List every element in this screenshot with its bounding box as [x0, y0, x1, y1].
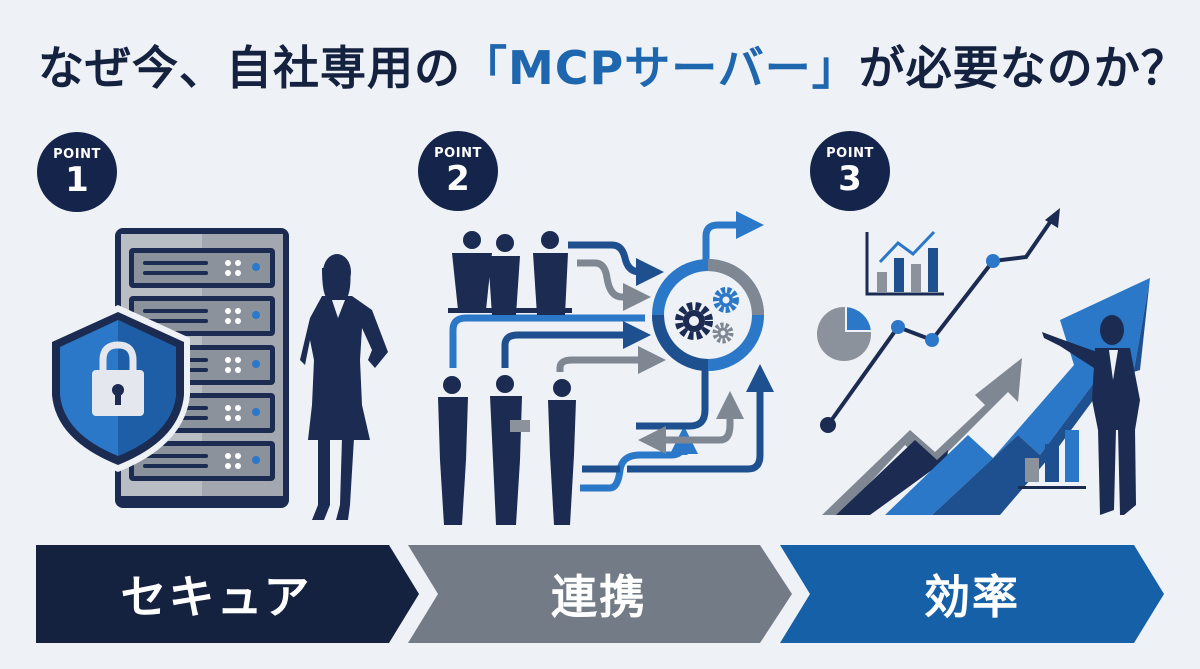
gear-hub-icon [652, 259, 764, 371]
line-chart-icon [820, 208, 1060, 433]
point-badge-label: POINT [826, 146, 874, 161]
chevron-collaboration [408, 545, 792, 643]
pie-chart-icon [817, 304, 874, 361]
chevron-secure [36, 545, 419, 643]
efficiency-illustration [817, 208, 1150, 515]
point-badge-label: POINT [434, 146, 482, 161]
title-prefix: なぜ今、自社専用の [38, 41, 461, 95]
shield-lock-icon [46, 305, 190, 472]
team-silhouettes [438, 231, 576, 525]
chevron-efficiency [780, 545, 1164, 643]
point-badge-number: 2 [446, 159, 470, 199]
point-badge-1: POINT 1 [37, 132, 117, 212]
gear-icon [675, 302, 713, 340]
flow-arrows [449, 211, 760, 492]
bar-chart-icon [865, 230, 944, 296]
bar-chart-icon [1018, 430, 1086, 489]
point-badge-3: POINT 3 [810, 131, 890, 211]
collaboration-illustration [438, 211, 800, 525]
businesswoman-silhouette [300, 254, 388, 520]
growth-arrows [822, 278, 1150, 515]
point-badge-2: POINT 2 [418, 131, 498, 211]
point-badge-number: 3 [838, 159, 862, 199]
theme-label-collaboration: 連携 [551, 570, 647, 624]
point-badge-number: 1 [65, 160, 89, 200]
page-title: なぜ今、自社専用の「MCPサーバー」が必要なのか？ [38, 30, 1188, 100]
security-illustration [46, 228, 388, 520]
gear-icon [712, 322, 734, 344]
title-suffix: が必要なのか？ [858, 41, 1188, 95]
businessman-pointing-silhouette [1042, 315, 1140, 515]
title-highlight: 「MCPサーバー」 [461, 41, 859, 95]
theme-label-efficiency: 効率 [924, 570, 1020, 624]
point-badge-label: POINT [53, 147, 101, 162]
theme-label-secure: セキュア [120, 570, 312, 624]
gear-icon [713, 287, 739, 313]
